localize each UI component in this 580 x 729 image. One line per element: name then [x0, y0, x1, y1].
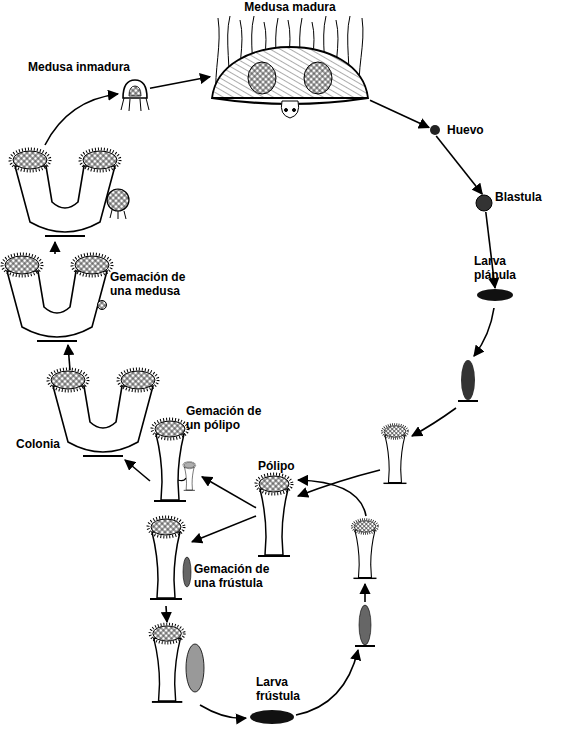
planula-larva — [477, 289, 513, 301]
cycle-arrow — [202, 477, 256, 508]
stage-label: Gemación de una frústula — [194, 562, 279, 590]
cycle-arrow — [200, 705, 246, 718]
stage-label: Medusa madura — [235, 0, 345, 14]
tentacle — [121, 98, 149, 111]
gonad — [304, 62, 332, 94]
stage-label: Huevo — [447, 123, 497, 137]
young-polyp — [382, 424, 408, 483]
stage-node: Huevo — [429, 124, 441, 136]
stage-label: Gemación de un pólipo — [186, 404, 266, 432]
colony — [48, 369, 158, 456]
substrate-line — [458, 400, 478, 402]
stage-label: Pólipo — [258, 459, 308, 473]
colony-with-medusa — [10, 149, 120, 236]
medusa-bud — [98, 301, 107, 310]
cycle-arrow — [298, 470, 380, 496]
stage-node: Gemación de una medusa — [2, 255, 112, 345]
manubrium — [281, 101, 298, 118]
stage-label: Blastula — [495, 190, 555, 204]
manubrium-dot — [285, 109, 288, 112]
blastula — [476, 195, 492, 211]
stage-node: Medusa inmadura — [120, 78, 150, 112]
bud-stalk — [178, 478, 186, 481]
stage-node: Gemación de un pólipo — [150, 418, 202, 502]
stage-node: Larva plánula — [476, 288, 514, 302]
substrate-line — [355, 645, 375, 647]
stage-label: Larva plánula — [474, 254, 534, 282]
mature-medusa — [212, 16, 368, 118]
stage-node: Gemación de una frústula — [146, 516, 192, 602]
stage-node: Colonia — [48, 370, 158, 460]
egg — [430, 125, 440, 135]
medusa-bud — [107, 189, 129, 211]
cycle-arrows — [45, 94, 494, 718]
colony-budding-medusa — [2, 254, 112, 341]
medusa-bud-large — [107, 189, 129, 219]
bell-interior — [129, 86, 141, 96]
cycle-arrow — [296, 650, 358, 715]
frustule-larva — [250, 710, 294, 724]
medusa-bell — [212, 47, 368, 98]
young-polyp — [352, 519, 378, 578]
cycle-arrow — [298, 480, 366, 516]
polyp — [256, 474, 292, 556]
cycle-arrow — [68, 345, 70, 370]
immature-medusa — [121, 80, 149, 111]
cycle-arrow — [125, 460, 150, 481]
cycle-arrow — [364, 584, 366, 602]
stage-label: Gemación de una medusa — [110, 270, 195, 298]
frustule — [186, 644, 204, 692]
manubrium-dot — [293, 109, 296, 112]
cycle-arrow — [474, 308, 494, 356]
cycle-arrow — [166, 606, 167, 622]
stage-node: Pólipo — [256, 475, 292, 557]
cycle-arrow — [150, 77, 210, 89]
stage-node: Medusa madura — [210, 0, 370, 118]
budding-polyp — [152, 419, 188, 501]
cycle-arrow — [192, 516, 256, 542]
cycle-arrow — [45, 94, 118, 145]
cycle-arrow — [54, 242, 56, 254]
settled-frustule — [359, 605, 371, 645]
medusa-bell — [123, 80, 147, 98]
frustule-bud — [183, 557, 191, 587]
cycle-arrow — [412, 408, 456, 436]
stage-node: Blastula — [475, 194, 493, 212]
stage-node: Larva frústula — [250, 710, 294, 724]
stage-label: Larva frústula — [256, 675, 311, 703]
cycle-arrow — [370, 100, 429, 127]
stage-label: Colonia — [16, 437, 66, 451]
settling-larva — [461, 360, 475, 400]
polyp-with-frustule — [150, 624, 184, 702]
stage-label: Medusa inmadura — [28, 60, 136, 74]
cycle-arrow — [436, 136, 482, 194]
gonad — [248, 62, 276, 94]
polyp-bud — [183, 462, 196, 491]
frustule-budding-polyp — [148, 517, 184, 599]
